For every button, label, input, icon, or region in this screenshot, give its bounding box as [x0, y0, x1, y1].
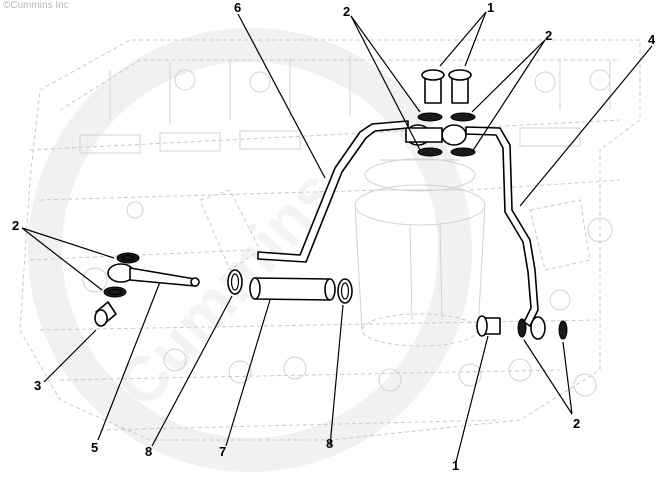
leader-lines	[21, 11, 653, 463]
washer-top-right-lower	[450, 147, 476, 157]
washer-bottom-right-a	[517, 318, 527, 338]
callout-1-top: 1	[487, 0, 494, 15]
left-banjo-assembly	[94, 252, 200, 327]
banjo-bottom-right	[530, 316, 546, 340]
washer-top-left-lower	[417, 147, 443, 157]
washer-left-upper	[116, 252, 140, 264]
callout-1-bottom: 1	[452, 458, 459, 473]
copyright-notice: ©Cummins Inc	[3, 0, 69, 11]
callout-7: 7	[219, 444, 226, 459]
washer-left-lower	[103, 286, 127, 298]
washer-top-left-upper	[417, 112, 443, 122]
callout-2-left: 2	[12, 218, 19, 233]
clamp-left	[227, 269, 243, 295]
hose-and-clamps	[227, 269, 353, 304]
callout-3: 3	[34, 378, 41, 393]
tube-5	[129, 267, 196, 287]
clamp-right	[337, 278, 353, 304]
callout-8-right: 8	[326, 436, 333, 451]
banjo-top-right	[441, 124, 467, 146]
callout-4: 4	[648, 32, 656, 47]
lower-right-banjo-assembly	[476, 315, 568, 340]
upper-banjo-fittings	[405, 69, 476, 157]
callout-8-left: 8	[145, 444, 152, 459]
callout-2-bottom-right: 2	[573, 416, 580, 431]
hose-7	[254, 277, 331, 301]
washer-top-right-upper	[450, 112, 476, 122]
callout-2-top-left: 2	[343, 4, 350, 19]
callout-2-top-right: 2	[545, 28, 552, 43]
callout-6: 6	[234, 0, 241, 15]
callout-labels: 1 1 2 2 2 2 3 4 5 6 7 8 8	[12, 0, 656, 473]
tube-4	[465, 126, 539, 327]
washer-bottom-right-b	[558, 320, 568, 340]
engine-block-background	[19, 39, 641, 441]
callout-5: 5	[91, 440, 98, 455]
